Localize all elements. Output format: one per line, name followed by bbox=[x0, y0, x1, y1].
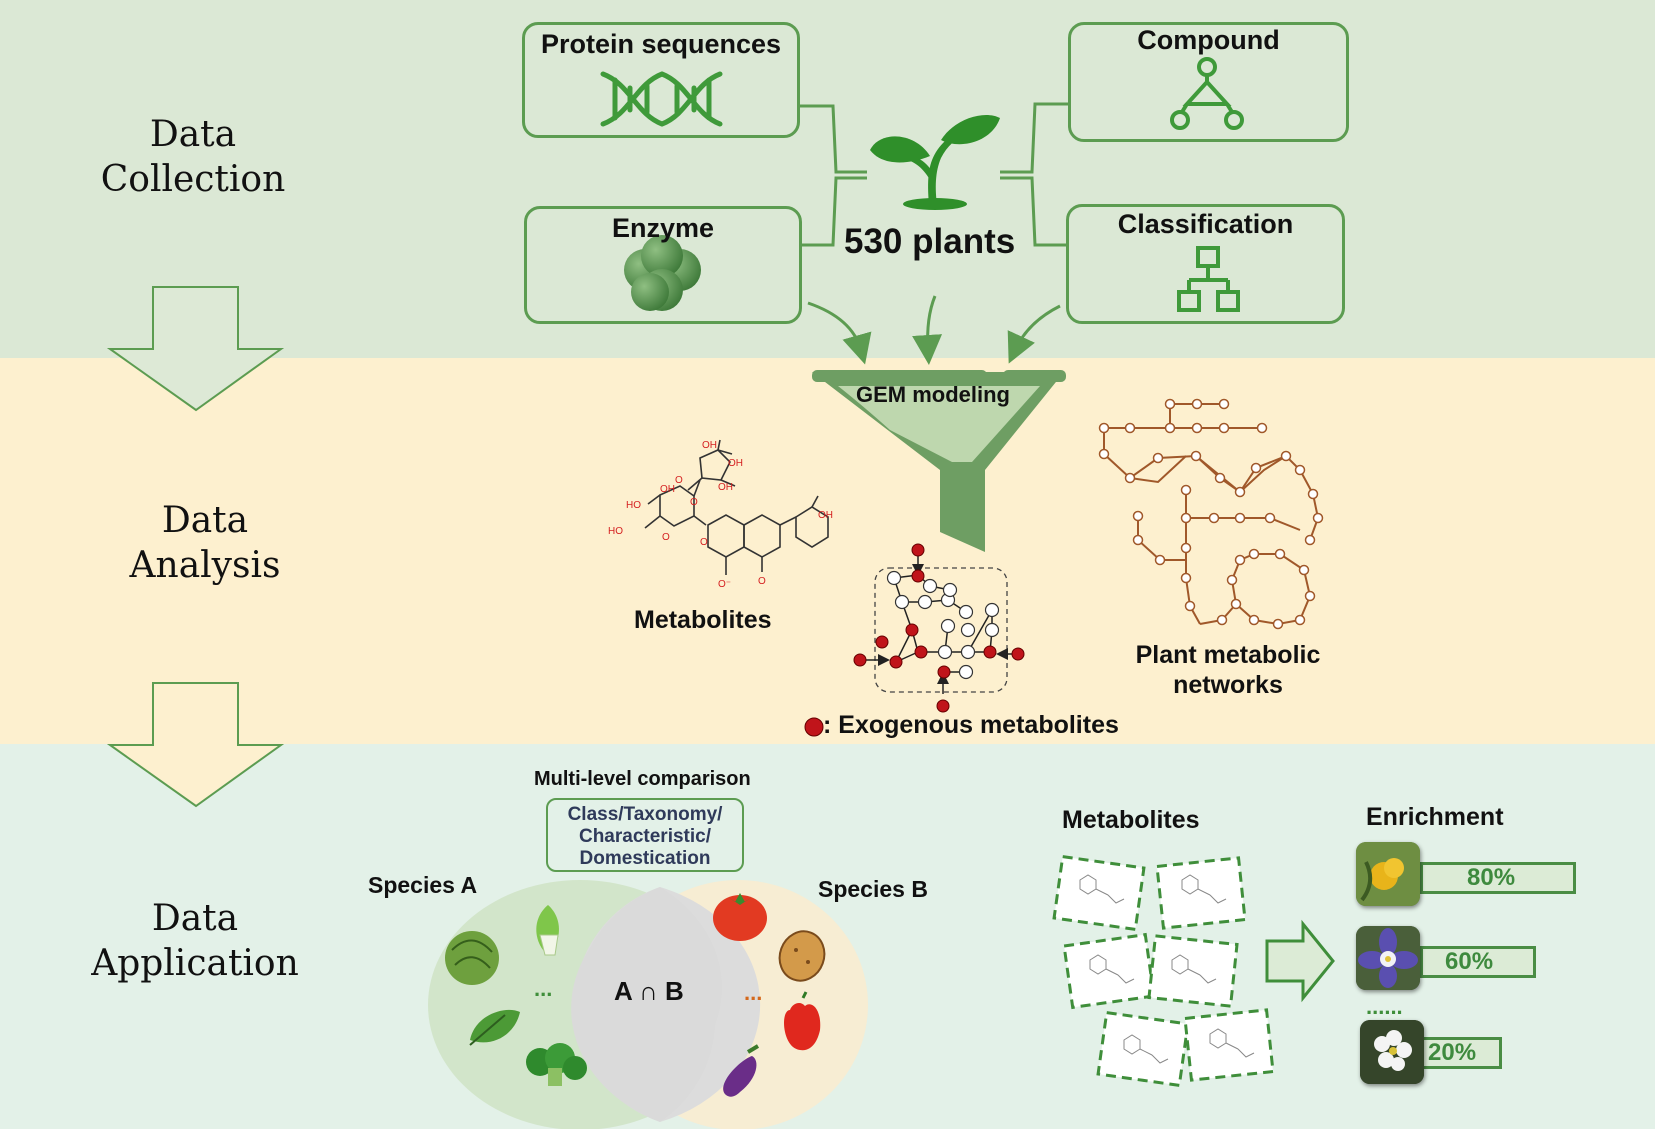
section-label-line: Analysis bbox=[129, 545, 281, 586]
multi-level-comparison-title: Multi-level comparison bbox=[534, 768, 751, 790]
comparison-level-line: Domestication bbox=[579, 848, 711, 869]
enrichment-arrow bbox=[1265, 919, 1335, 1003]
networks-label-line: networks bbox=[1173, 671, 1283, 699]
species-a-label: Species A bbox=[368, 872, 478, 898]
atom-label: O bbox=[758, 576, 766, 587]
network-nodes bbox=[1098, 398, 1324, 630]
flower-thumbnail-yellow bbox=[1356, 842, 1420, 906]
protein-sequences-label: Protein sequences bbox=[540, 29, 782, 59]
protein-sequences-box: Protein sequences bbox=[522, 22, 800, 138]
enzyme-icon bbox=[624, 235, 701, 311]
enrichment-value-80: 80% bbox=[1467, 864, 1516, 891]
atom-label: OH bbox=[718, 482, 733, 493]
pepper-icon bbox=[784, 991, 821, 1051]
collection-connectors bbox=[798, 102, 1069, 365]
enrichment-bar-60 bbox=[1420, 946, 1536, 978]
section-label-line: Application bbox=[91, 943, 299, 984]
metabolites-set-label: Metabolites bbox=[1062, 806, 1200, 834]
purple-flower-icon bbox=[1356, 926, 1420, 990]
classification-box: Classification bbox=[1066, 204, 1345, 324]
comparison-level-line: Class/Taxonomy/ bbox=[567, 804, 723, 825]
section-label-data-application: Data Application bbox=[70, 896, 320, 986]
potato-icon bbox=[778, 930, 826, 982]
flow-arrow-collection-to-analysis bbox=[106, 286, 285, 412]
intersection-label: A ∩ B bbox=[614, 976, 684, 1006]
section-label-line: Collection bbox=[100, 159, 286, 200]
dna-icon bbox=[600, 71, 723, 127]
data-analysis-band bbox=[0, 358, 1655, 744]
atom-label: OH bbox=[728, 458, 743, 469]
compound-icon bbox=[1170, 57, 1244, 130]
species-b-ellipsis: ... bbox=[744, 980, 763, 1005]
atom-label: O⁻ bbox=[718, 579, 731, 590]
atom-label: HO bbox=[626, 500, 641, 511]
comparison-levels-box: Class/Taxonomy/ Characteristic/ Domestic… bbox=[546, 798, 744, 872]
atom-label: O bbox=[662, 532, 670, 543]
broccoli-icon bbox=[526, 1043, 587, 1086]
plant-metabolic-networks-label: Plant metabolic networks bbox=[1132, 640, 1324, 700]
section-label-data-analysis: Data Analysis bbox=[100, 498, 310, 588]
reaction-network bbox=[804, 543, 1025, 737]
bok-choy-icon bbox=[536, 905, 559, 956]
compound-box: Compound bbox=[1068, 22, 1349, 142]
species-b-label: Species B bbox=[818, 876, 928, 902]
section-label-line: Data bbox=[149, 114, 237, 155]
classification-label: Classification bbox=[1117, 209, 1294, 239]
classification-icon bbox=[1177, 246, 1240, 312]
enzyme-label: Enzyme bbox=[611, 213, 715, 243]
venn-diagram bbox=[428, 880, 868, 1129]
white-flower-icon bbox=[1360, 1020, 1424, 1084]
atom-label: O bbox=[690, 497, 698, 508]
eggplant-icon bbox=[723, 1044, 760, 1097]
metabolites-label: Metabolites bbox=[634, 606, 772, 634]
atom-label: O bbox=[700, 537, 708, 548]
enrichment-label: Enrichment bbox=[1366, 803, 1504, 831]
metabolite-card-structures bbox=[1079, 874, 1255, 1064]
cabbage-icon bbox=[445, 931, 499, 985]
exogenous-legend-dot bbox=[804, 717, 824, 737]
metabolite-structure bbox=[644, 439, 829, 575]
section-label-data-collection: Data Collection bbox=[88, 112, 298, 202]
atom-label: OH bbox=[702, 440, 717, 451]
enzyme-box: Enzyme bbox=[524, 206, 802, 324]
flow-arrow-analysis-to-application bbox=[106, 682, 285, 808]
yellow-flower-icon bbox=[1356, 842, 1420, 906]
atom-label: OH bbox=[818, 510, 833, 521]
comparison-level-line: Characteristic/ bbox=[578, 826, 711, 847]
networks-label-line: Plant metabolic bbox=[1135, 641, 1321, 669]
exogenous-metabolites-legend: : Exogenous metabolites bbox=[823, 711, 1119, 739]
atom-label: HO bbox=[608, 526, 623, 537]
flower-thumbnail-white bbox=[1360, 1020, 1424, 1084]
compound-label: Compound bbox=[1137, 25, 1280, 55]
flower-thumbnail-purple bbox=[1356, 926, 1420, 990]
gem-modeling-funnel bbox=[812, 370, 1066, 552]
section-label-line: Data bbox=[151, 898, 239, 939]
spinach-leaf-icon bbox=[469, 1009, 520, 1046]
atom-label: OH bbox=[660, 484, 675, 495]
enrichment-bar-20 bbox=[1420, 1037, 1502, 1069]
atom-label: O bbox=[675, 475, 683, 486]
section-label-line: Data bbox=[161, 500, 249, 541]
metabolite-atom-labels: OH OH OH HO OH HO O O O O O O⁻ OH bbox=[608, 440, 833, 590]
enrichment-bar-80 bbox=[1420, 862, 1576, 894]
plants-count-label: 530 plants bbox=[844, 222, 1016, 261]
data-collection-band bbox=[0, 0, 1655, 358]
gem-modeling-label: GEM modeling bbox=[856, 382, 1010, 407]
enrichment-value-60: 60% bbox=[1445, 948, 1494, 975]
plant-sprout-icon bbox=[870, 114, 1000, 210]
tomato-icon bbox=[713, 893, 767, 941]
enrichment-more-dots: ...... bbox=[1366, 994, 1403, 1019]
species-a-ellipsis: ... bbox=[534, 976, 553, 1001]
enrichment-value-20: 20% bbox=[1428, 1039, 1477, 1066]
